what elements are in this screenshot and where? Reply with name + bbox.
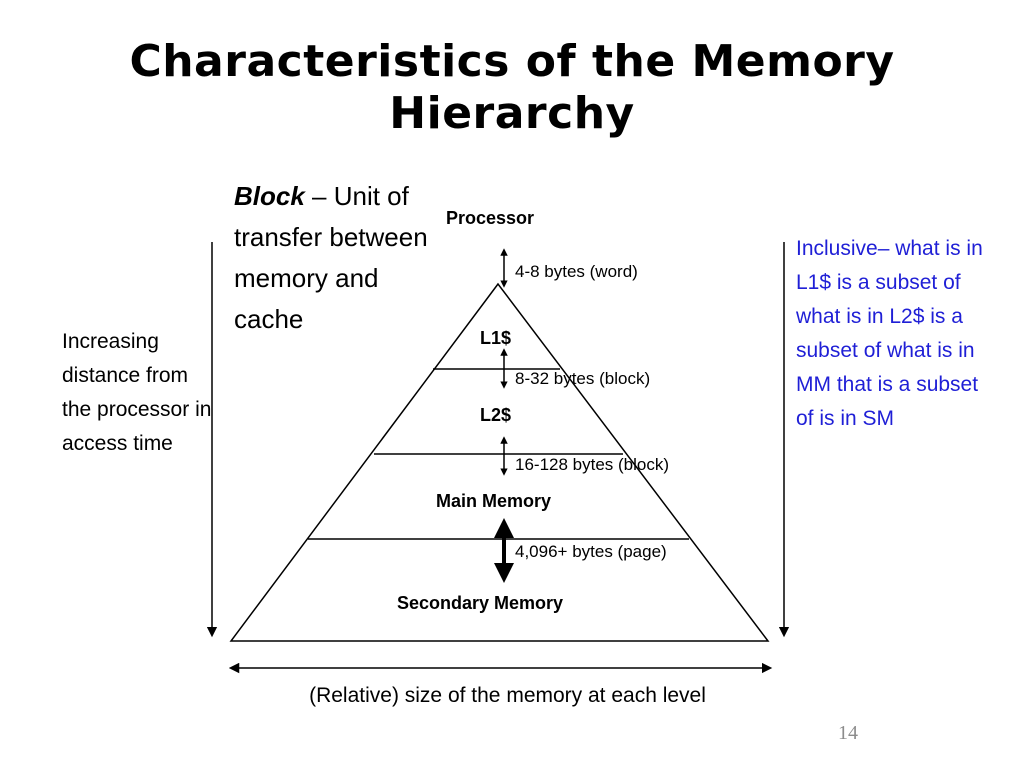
title-line-1: Characteristics of the Memory (129, 36, 895, 87)
page-number: 14 (838, 722, 858, 744)
block-definition: Block – Unit of transfer between memory … (234, 176, 434, 340)
page-title: Characteristics of the Memory Hierarchy (0, 36, 1024, 140)
transfer-size-4: 4,096+ bytes (page) (515, 542, 667, 561)
transfer-size-2: 8-32 bytes (block) (515, 369, 651, 388)
level-secondary-memory: Secondary Memory (397, 593, 564, 613)
level-processor: Processor (446, 208, 535, 228)
inclusive-note: Inclusive– what is in L1$ is a subset of… (796, 237, 983, 430)
size-caption: (Relative) size of the memory at each le… (309, 684, 706, 707)
level-main-memory: Main Memory (436, 491, 552, 511)
transfer-size-3: 16-128 bytes (block) (515, 455, 670, 474)
transfer-size-1: 4-8 bytes (word) (515, 262, 638, 281)
block-term: Block (234, 181, 305, 211)
access-time-note: Increasing distance from the processor i… (62, 330, 212, 455)
block-definition-text: – Unit of transfer between memory and ca… (234, 181, 428, 334)
level-l1-cache: L1$ (480, 328, 512, 348)
pyramid-outline (229, 282, 770, 642)
level-l2-cache: L2$ (480, 405, 512, 425)
title-line-2: Hierarchy (389, 88, 635, 139)
